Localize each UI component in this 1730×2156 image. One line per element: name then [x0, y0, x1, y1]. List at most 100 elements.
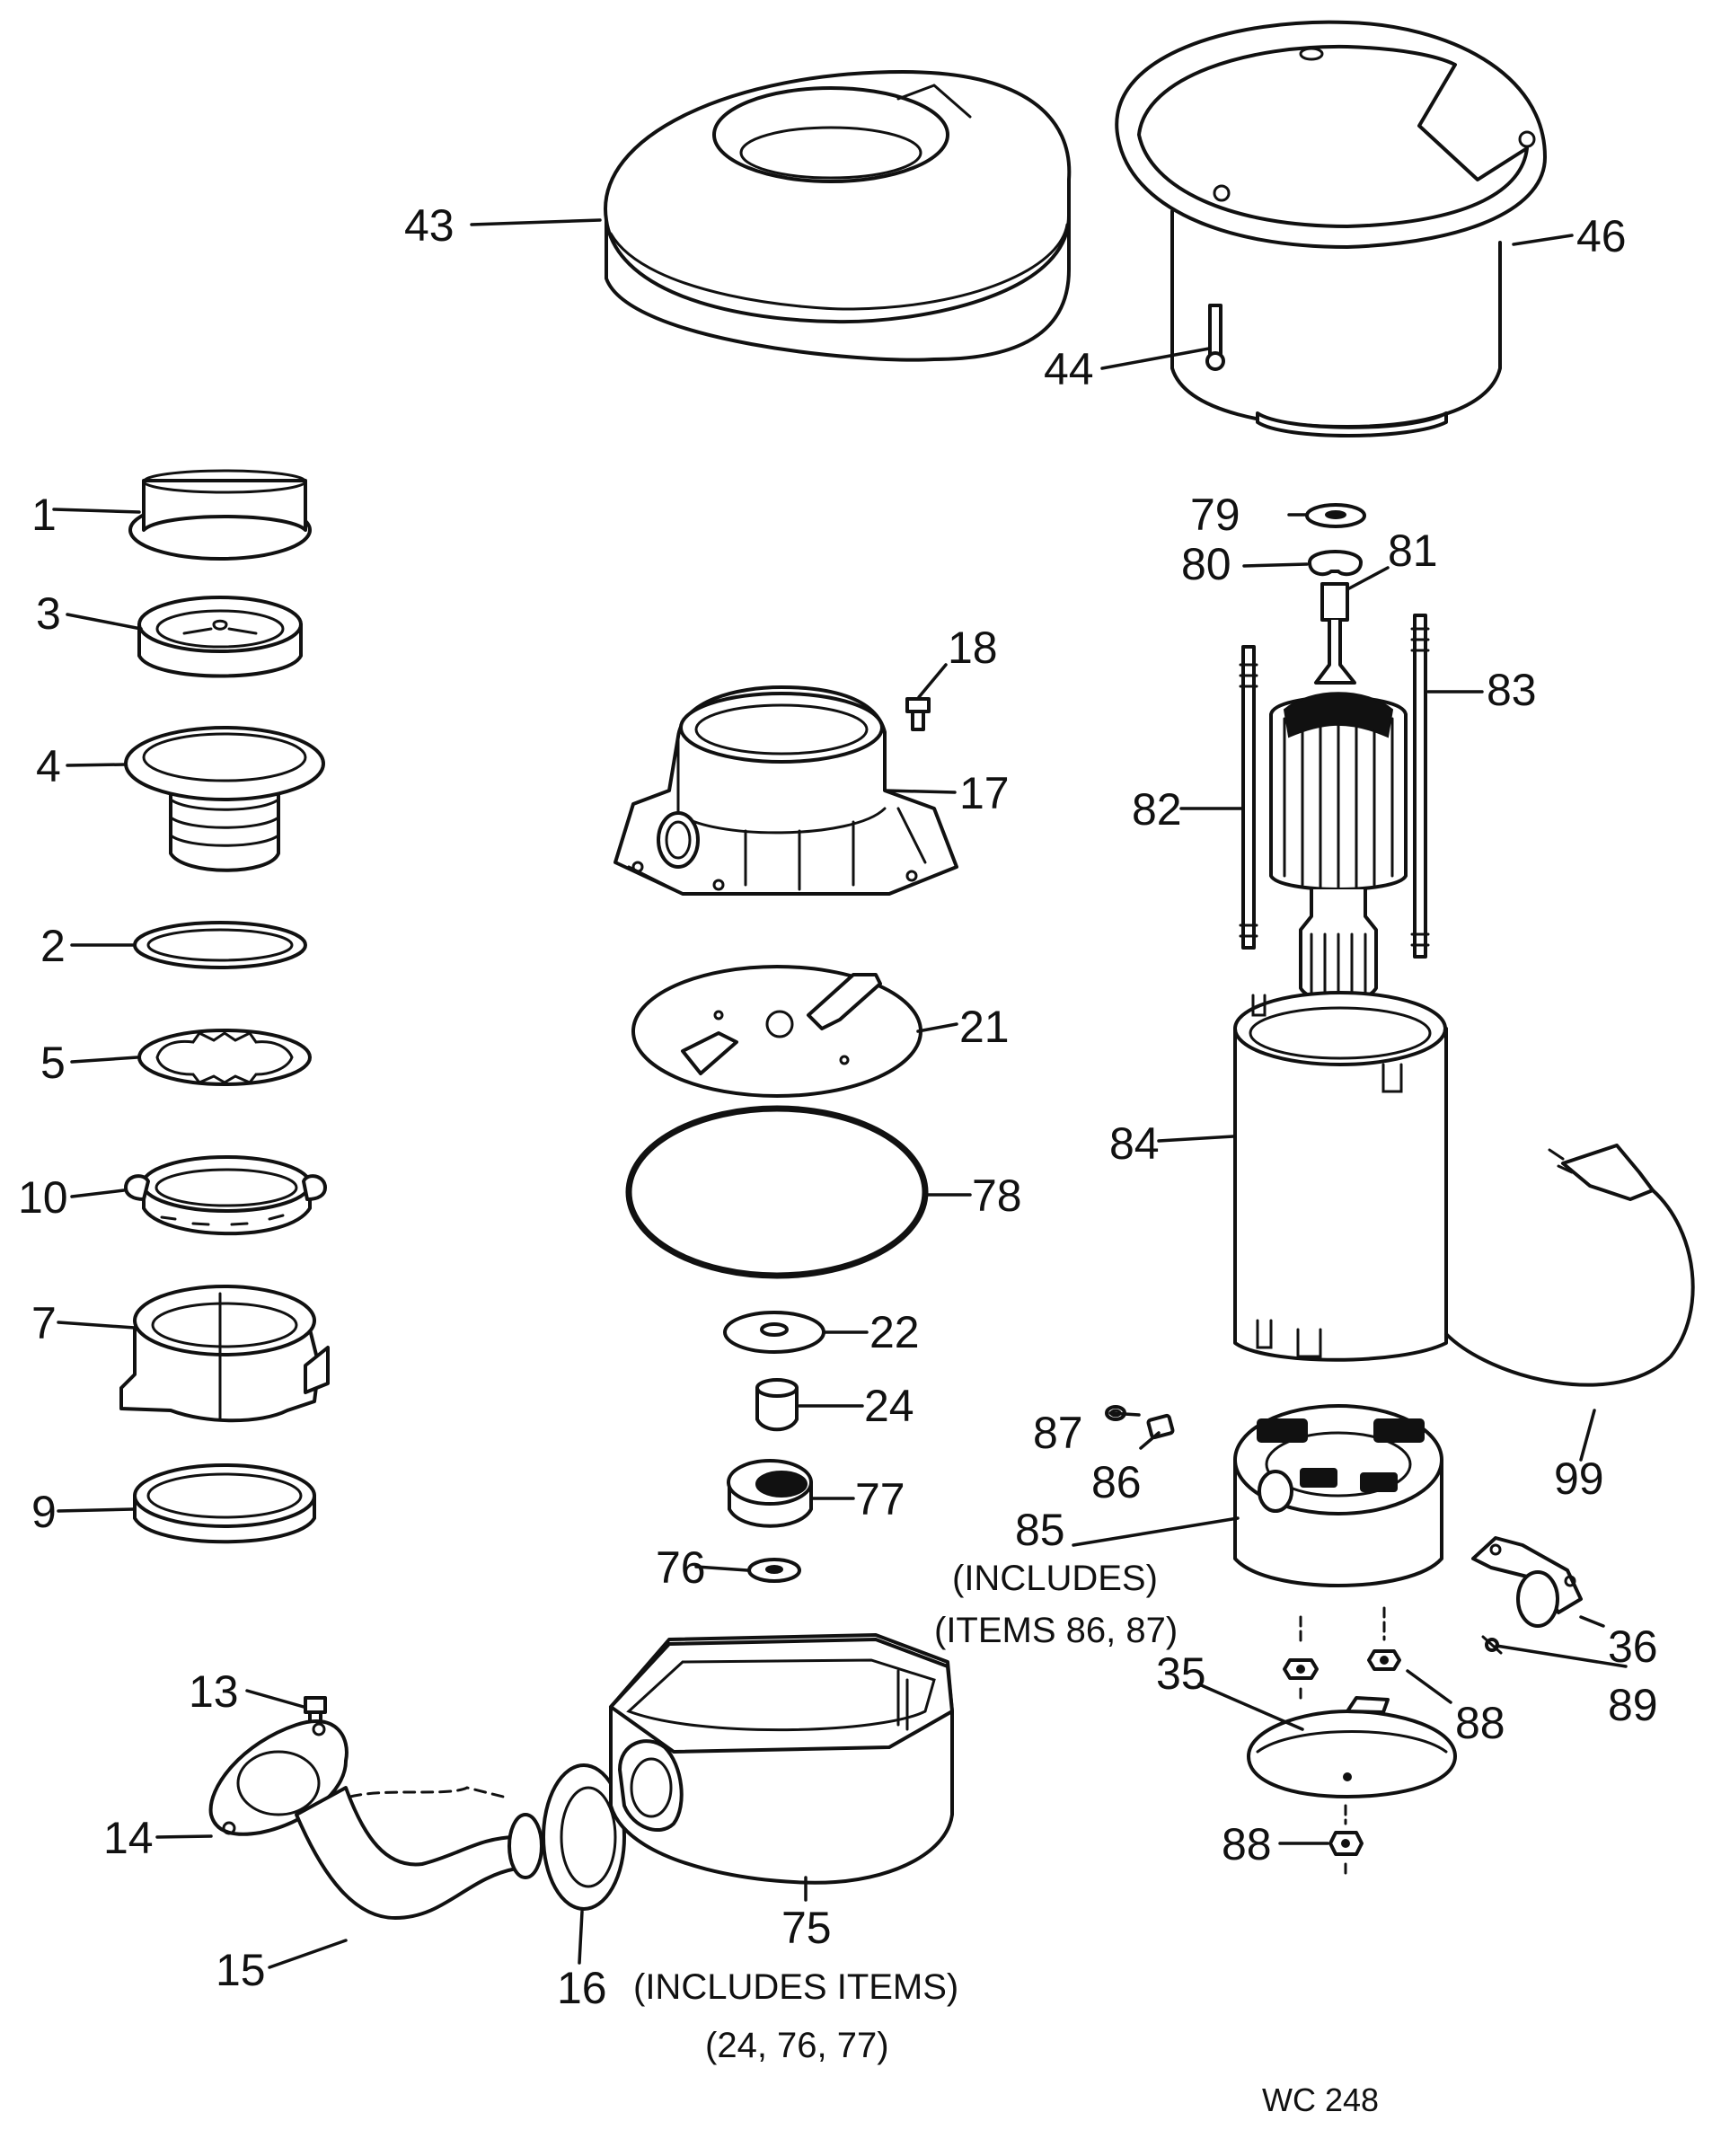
part-79-washer [1305, 503, 1366, 528]
callout-75: 75 [781, 1903, 832, 1953]
leader-84 [1157, 1135, 1235, 1143]
part-82-through-bolt [1239, 645, 1258, 950]
callout-9: 9 [31, 1487, 57, 1537]
leader-15 [268, 1939, 348, 1969]
callout-81: 81 [1388, 526, 1438, 576]
leader-10 [70, 1188, 126, 1198]
leader-lines [52, 218, 1628, 1969]
part-3-strainer [137, 596, 303, 678]
leader-46 [1512, 234, 1574, 246]
part-88-nut-lower [1328, 1804, 1364, 1879]
part-88-nut-upper [1283, 1606, 1401, 1700]
part-86-brush [1146, 1413, 1175, 1440]
callout-75-note-line1: (INCLUDES ITEMS) [633, 1967, 958, 2007]
callout-1: 1 [31, 490, 57, 540]
leader-16 [578, 1910, 584, 1965]
callout-16: 16 [557, 1963, 607, 2013]
part-81-armature [1269, 582, 1408, 1028]
callout-85-note-line2: (ITEMS 86, 87) [934, 1611, 1178, 1650]
leader-81 [1347, 566, 1390, 590]
callout-13: 13 [189, 1666, 239, 1717]
leader-86 [1139, 1431, 1161, 1450]
callout-44: 44 [1044, 344, 1094, 394]
callout-79: 79 [1190, 490, 1240, 540]
part-1-stopper [128, 469, 312, 561]
part-43-cover-ring [604, 70, 1072, 362]
leader-17 [883, 789, 957, 794]
leader-87 [1108, 1411, 1141, 1417]
part-4-sink-flange [124, 726, 325, 872]
callout-75-note-line2: (24, 76, 77) [705, 2026, 889, 2065]
leader-35 [1197, 1683, 1304, 1731]
part-16-slip-washer [542, 1763, 626, 1911]
callout-77: 77 [855, 1474, 905, 1524]
callout-85-note-line1: (INCLUDES) [952, 1559, 1158, 1598]
callout-2: 2 [40, 921, 66, 971]
part-24-bushing [755, 1378, 799, 1432]
leader-99 [1579, 1409, 1596, 1462]
callout-labels: 43 46 44 1 3 4 2 5 10 7 9 18 17 21 78 22… [18, 200, 1658, 2065]
part-18-bolt [905, 697, 931, 731]
part-85-end-bell [1233, 1404, 1443, 1587]
callout-99: 99 [1554, 1454, 1604, 1504]
callout-3: 3 [36, 588, 61, 639]
part-22-washer [723, 1311, 825, 1354]
callout-35: 35 [1156, 1648, 1206, 1699]
leader-5 [70, 1056, 139, 1064]
part-77-bearing [727, 1459, 813, 1528]
callout-46: 46 [1576, 211, 1627, 261]
part-75-lower-hopper [609, 1633, 954, 1885]
part-17-upper-hopper [613, 685, 958, 896]
part-78-o-ring [625, 1105, 929, 1279]
part-21-flywheel [631, 965, 922, 1098]
leader-80 [1242, 562, 1309, 568]
callout-43: 43 [404, 200, 455, 251]
part-7-mounting-assembly [119, 1285, 330, 1423]
callout-17: 17 [959, 768, 1010, 818]
callout-7: 7 [31, 1298, 57, 1348]
drawing-code: WC 248 [1262, 2081, 1379, 2118]
leader-1 [52, 508, 141, 514]
leader-18 [917, 663, 948, 699]
leader-36 [1579, 1615, 1605, 1628]
part-99-power-cord [1444, 1144, 1695, 1387]
part-84-motor-shell [1233, 991, 1448, 1362]
part-80-retaining-ring [1308, 550, 1363, 577]
leader-7 [57, 1321, 137, 1330]
callout-86: 86 [1091, 1457, 1142, 1507]
leader-44 [1100, 347, 1211, 370]
part-9-fiber-gasket [133, 1463, 316, 1544]
part-46-upper-housing [1115, 20, 1547, 437]
callout-76: 76 [656, 1542, 706, 1593]
leader-21 [916, 1022, 958, 1033]
callout-10: 10 [18, 1172, 68, 1223]
leader-4 [66, 763, 128, 767]
leader-76 [694, 1565, 749, 1572]
callout-18: 18 [948, 623, 998, 673]
part-36-cord-clamp [1471, 1536, 1583, 1628]
callout-80: 80 [1181, 539, 1231, 589]
part-44-screw [1205, 304, 1225, 371]
part-76-washer [747, 1558, 801, 1583]
callout-82: 82 [1132, 784, 1182, 835]
part-2-gasket [133, 921, 307, 969]
callout-15: 15 [216, 1945, 266, 1995]
callout-22: 22 [869, 1307, 920, 1357]
part-35-bottom-plate [1247, 1696, 1457, 1798]
leader-85 [1072, 1516, 1240, 1547]
callout-84: 84 [1109, 1118, 1160, 1169]
callout-21: 21 [959, 1002, 1010, 1052]
callout-24: 24 [864, 1381, 914, 1431]
callout-83: 83 [1487, 665, 1537, 715]
callout-88-upper: 88 [1455, 1698, 1505, 1748]
callout-89: 89 [1608, 1680, 1658, 1730]
part-5-backup-ring [137, 1029, 312, 1086]
leader-43 [470, 218, 602, 226]
part-10-mounting-ring [124, 1155, 327, 1236]
callout-36: 36 [1608, 1621, 1658, 1672]
callout-88-lower: 88 [1222, 1819, 1272, 1869]
part-15-discharge-tube [295, 1786, 543, 1920]
leader-9 [57, 1507, 135, 1513]
